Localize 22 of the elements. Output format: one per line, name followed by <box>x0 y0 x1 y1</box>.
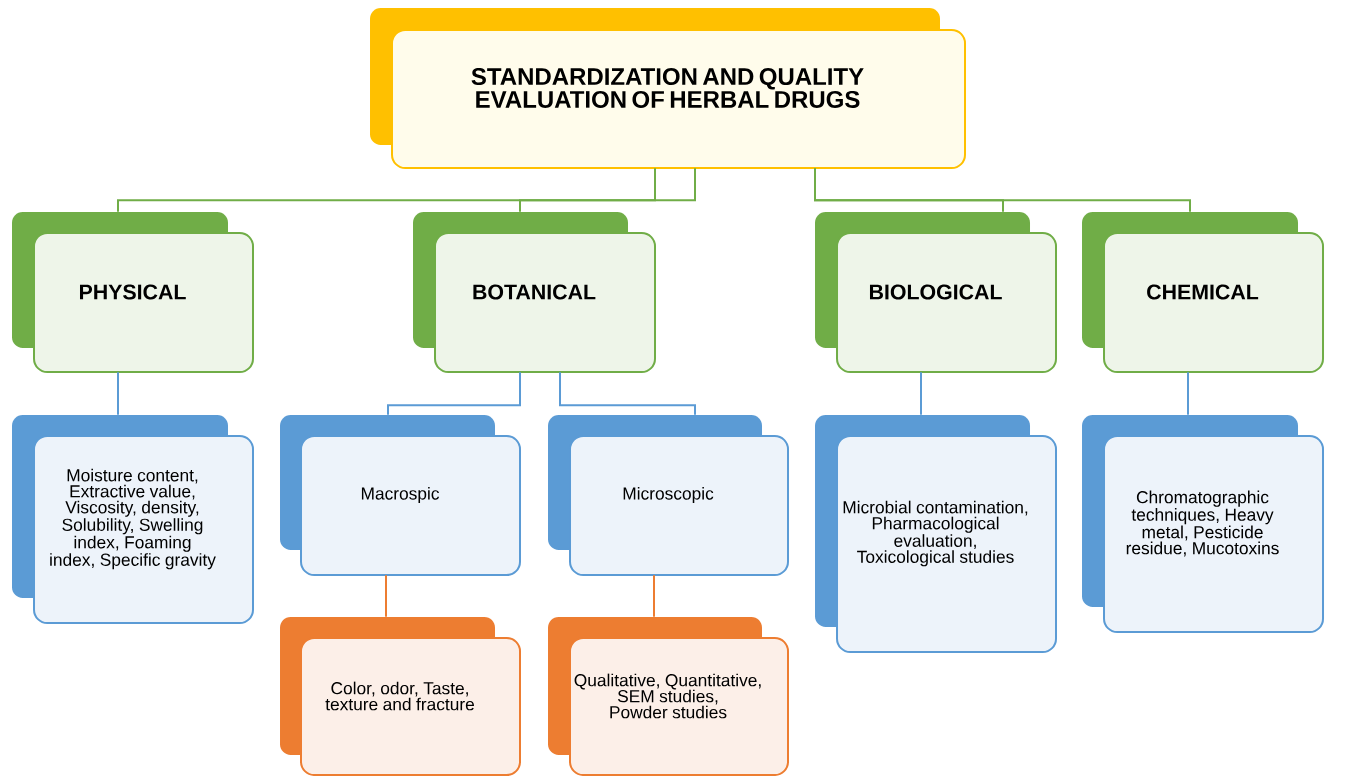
connector-line <box>653 574 655 618</box>
detail-box: Color, odor, Taste, texture and fracture <box>280 617 521 776</box>
connector-line <box>920 371 922 416</box>
connector-line <box>385 574 387 618</box>
category-box: BIOLOGICAL <box>815 212 1057 373</box>
category-box: PHYSICAL <box>12 212 254 373</box>
category-box: CHEMICAL <box>1082 212 1324 373</box>
connector-line <box>814 167 1191 213</box>
method-box: Microbial contamination, Pharmacological evaluation, Toxicological studies <box>815 415 1057 653</box>
connector-line <box>1187 371 1189 416</box>
method-box: Moisture content, Extractive value, Viscosity, density, Solubility, Swelling index, Foaming index, Specific gravity <box>12 415 254 624</box>
connector-line <box>387 371 521 416</box>
method-box: Microscopic <box>548 415 789 576</box>
method-box: Chromatographic techniques, Heavy metal, Pesticide residue, Mucotoxins <box>1082 415 1324 633</box>
method-box: Macrospic <box>280 415 521 576</box>
title-box: STANDARDIZATION AND QUALITY EVALUATION OF HERBAL DRUGS <box>370 8 966 169</box>
connector-line <box>519 167 696 213</box>
category-box: BOTANICAL <box>413 212 656 373</box>
connector-line <box>117 371 119 416</box>
connector-line <box>117 167 656 213</box>
connector-line <box>559 371 696 416</box>
detail-box: Qualitative, Quantitative, SEM studies, Powder studies <box>548 617 789 776</box>
